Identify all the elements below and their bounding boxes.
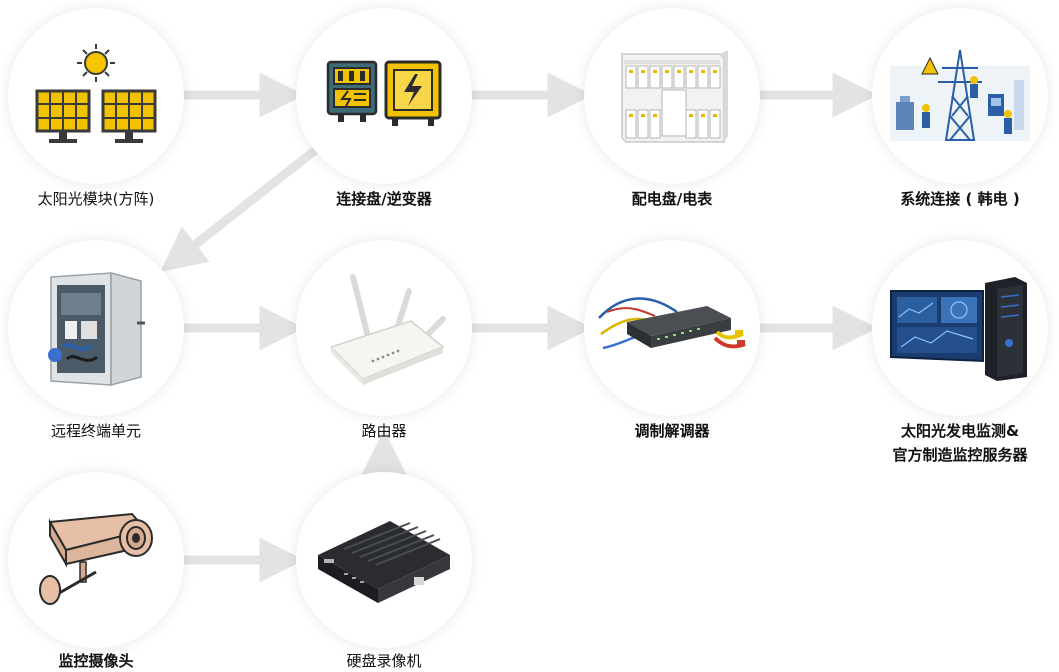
node-dvr [296, 472, 472, 648]
cctv-camera-icon [39, 512, 153, 605]
router-icon [329, 274, 446, 385]
remote-terminal-unit-icon [48, 272, 145, 386]
node-grid-connection [872, 8, 1048, 184]
node-solar-module [8, 8, 184, 184]
label-modem: 调制解调器 [634, 422, 710, 440]
modem-switch-icon [598, 297, 746, 350]
server-monitor-icon [890, 277, 1027, 381]
node-remote-terminal-unit [8, 240, 184, 416]
panel-right [101, 89, 157, 143]
label-cctv-camera: 监控摄像头 [58, 652, 134, 670]
transmission-tower [938, 49, 982, 141]
junction-inverter-icon [326, 60, 442, 126]
junction-box [326, 60, 378, 122]
label-monitoring-server-line1: 太阳光发电监测& [900, 422, 1020, 440]
arrow-junction-to-rtu [160, 144, 321, 272]
panel-left [35, 89, 91, 143]
inverter-box [384, 60, 442, 126]
node-router [296, 240, 472, 416]
node-modem [584, 240, 760, 416]
node-distribution-panel [584, 8, 760, 184]
label-solar-module: 太阳光模块(方阵) [37, 190, 155, 208]
label-distribution-panel: 配电盘/电表 [631, 190, 713, 208]
label-dvr: 硬盘录像机 [346, 652, 422, 670]
node-junction-inverter [296, 8, 472, 184]
power-grid-icon [890, 49, 1030, 141]
label-router: 路由器 [361, 422, 407, 440]
label-remote-terminal-unit: 远程终端单元 [50, 422, 141, 440]
label-grid-connection: 系统连接 ( 韩电 ) [900, 190, 1020, 208]
node-cctv-camera [8, 472, 184, 648]
worker-figures [922, 76, 1012, 134]
label-monitoring-server-line2: 官方制造监控服务器 [892, 446, 1028, 464]
distribution-panel-icon [621, 50, 728, 143]
label-junction-inverter: 连接盘/逆变器 [336, 190, 432, 208]
sun-icon [77, 44, 115, 82]
node-monitoring-server [872, 240, 1048, 416]
solar-panel-icon [35, 44, 157, 143]
dvr-recorder-icon [318, 521, 450, 603]
